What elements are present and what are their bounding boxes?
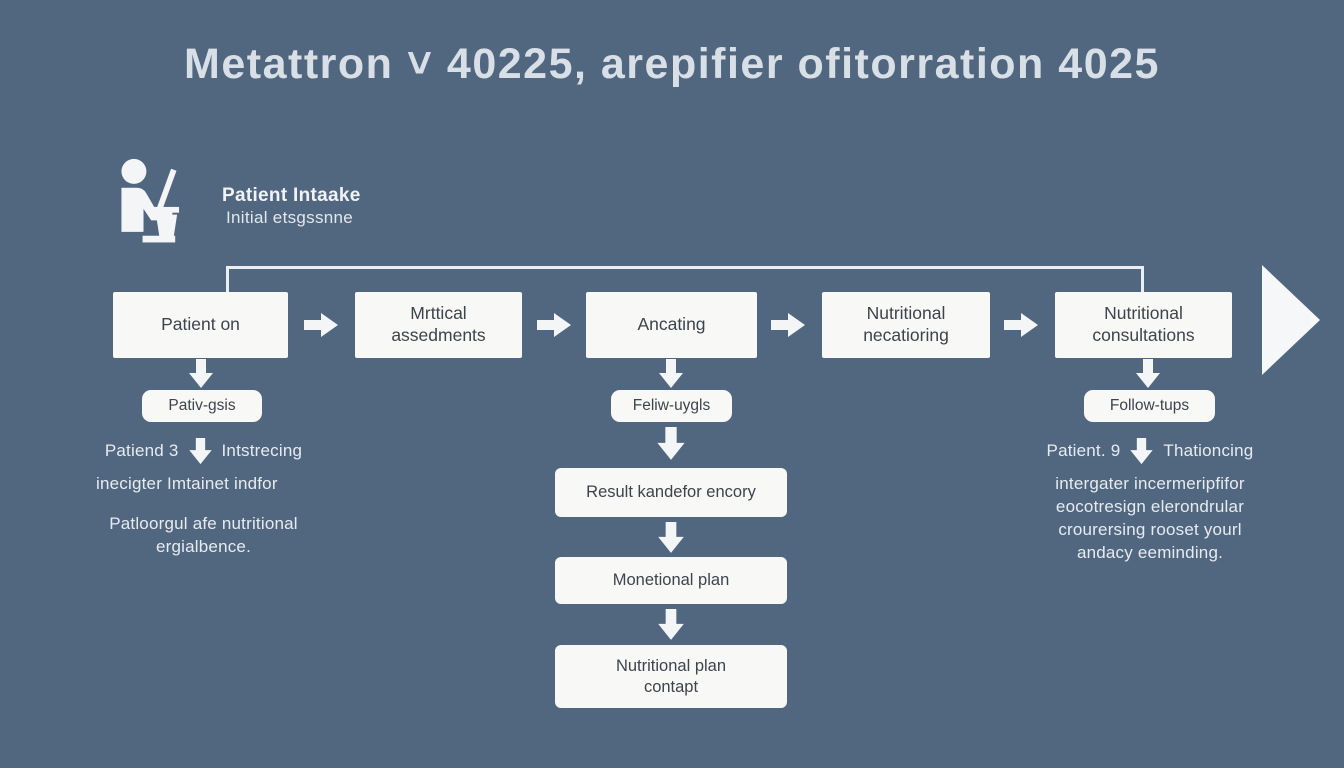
- intake-subtitle: Initial etsgssnne: [226, 208, 354, 227]
- big-arrow-right-icon: [1262, 265, 1320, 380]
- right-note-line2: intergater incermeripfifor: [1055, 473, 1245, 493]
- arrow-down-icon: [1135, 359, 1161, 389]
- person-at-computer-icon: [108, 156, 204, 254]
- sub-step-followtups: Follow-tups: [1084, 390, 1215, 422]
- mid-step-3: Nutritional plan contapt: [555, 645, 787, 708]
- left-note-line2: inecigter Imtainet indfor: [96, 473, 278, 493]
- flow-step-4: Nutritional necatioring: [822, 292, 990, 358]
- right-note-line3: eocotresign elerondrular: [1055, 496, 1245, 516]
- arrow-right-icon: [537, 311, 573, 339]
- flow-step-5: Nutritional consultations: [1055, 292, 1232, 358]
- mid-step-1: Result kandefor encory: [555, 468, 787, 517]
- flow-step-1: Patient on: [113, 292, 288, 358]
- arrow-down-icon: [656, 427, 686, 461]
- intake-title: Patient Intaake: [222, 185, 361, 206]
- right-note-line1-pre: Patient. 9: [1046, 441, 1121, 460]
- right-note-line5: andacy eeminding.: [1076, 542, 1224, 562]
- right-note-line1: Patient. 9 Thationcing: [1035, 438, 1265, 473]
- arrow-down-icon: [656, 522, 686, 554]
- arrow-down-icon: [656, 609, 686, 641]
- arrow-down-icon: [658, 359, 684, 389]
- left-note-line1: Patiend 3 Intstrecing: [96, 438, 311, 473]
- arrow-right-icon: [304, 311, 340, 339]
- page-title: Metattron ˅ 40225, arepifier ofitorratio…: [184, 40, 1160, 88]
- right-note: Patient. 9 Thationcing intergater incerm…: [1035, 438, 1265, 565]
- arrow-right-icon: [771, 311, 807, 339]
- left-note-line1-pre: Patiend 3: [104, 441, 179, 460]
- mid-step-2: Monetional plan: [555, 557, 787, 604]
- arrow-right-icon: [1004, 311, 1040, 339]
- arrow-down-icon: [188, 359, 214, 389]
- flow-step-2: Mrttical assedments: [355, 292, 522, 358]
- left-note-line1-post: Intstrecing: [221, 441, 303, 460]
- right-note-line1-post: Thationcing: [1163, 441, 1254, 460]
- right-note-line4: crourersing rooset yourl: [1058, 519, 1242, 539]
- sub-step-feliwuygls: Feliw-uygls: [611, 390, 732, 422]
- sub-step-pativgsis: Pativ-gsis: [142, 390, 262, 422]
- loop-connector-line: [226, 266, 1144, 292]
- flow-step-3: Ancating: [586, 292, 757, 358]
- left-note-paragraph: Patloorgul afe nutritional ergialbence.: [109, 513, 298, 556]
- arrow-down-icon: [1128, 438, 1155, 473]
- arrow-down-icon: [187, 438, 214, 473]
- left-note: Patiend 3 Intstrecing inecigter Imtainet…: [96, 438, 311, 559]
